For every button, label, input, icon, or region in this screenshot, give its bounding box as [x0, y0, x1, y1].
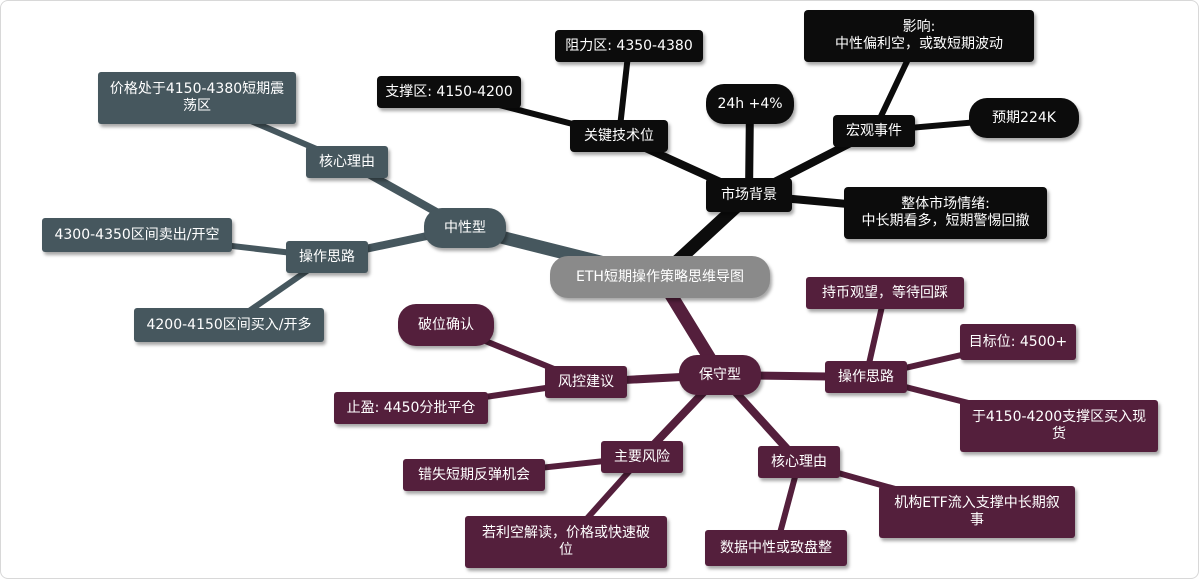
- impact-node[interactable]: 影响: 中性偏利空，或致短期波动: [804, 10, 1034, 62]
- cons-miss-node[interactable]: 错失短期反弹机会: [403, 459, 545, 491]
- cons-flat-node[interactable]: 数据中性或致盘整: [705, 530, 847, 566]
- macro-node[interactable]: 宏观事件: [833, 115, 915, 147]
- cons-etf-node[interactable]: 机构ETF流入支撑中长期叙 事: [879, 486, 1075, 538]
- cons-hold-node[interactable]: 持币观望，等待回踩: [806, 277, 964, 309]
- resistance-node[interactable]: 阻力区: 4350-4380: [555, 30, 703, 62]
- neutral-node[interactable]: 中性型: [424, 208, 506, 248]
- cons-tp-node[interactable]: 止盈: 4450分批平仓: [334, 392, 488, 424]
- change-node[interactable]: 24h +4%: [706, 84, 794, 124]
- neutral-reason-text-node[interactable]: 价格处于4150-4380短期震 荡区: [98, 72, 296, 124]
- tech-levels-node[interactable]: 关键技术位: [570, 120, 668, 152]
- cons-buy-node[interactable]: 于4150-4200支撑区买入现 货: [960, 400, 1158, 452]
- neutral-buy-node[interactable]: 4200-4150区间买入/开多: [134, 308, 324, 342]
- cons-target-node[interactable]: 目标位: 4500+: [960, 324, 1076, 360]
- cons-break-node[interactable]: 若利空解读，价格或快速破 位: [465, 516, 667, 568]
- sentiment-node[interactable]: 整体市场情绪: 中长期看多，短期警惕回撤: [844, 187, 1047, 239]
- support-node[interactable]: 支撑区: 4150-4200: [377, 76, 521, 108]
- root-node[interactable]: ETH短期操作策略思维导图: [550, 256, 770, 298]
- neutral-reason-node[interactable]: 核心理由: [306, 146, 388, 178]
- cons-ops-node[interactable]: 操作思路: [825, 361, 907, 393]
- expect-node[interactable]: 预期224K: [969, 98, 1079, 138]
- market-node[interactable]: 市场背景: [706, 178, 792, 212]
- neutral-ops-node[interactable]: 操作思路: [286, 241, 368, 273]
- cons-riskctrl-node[interactable]: 风控建议: [545, 366, 627, 398]
- conservative-node[interactable]: 保守型: [679, 355, 761, 395]
- cons-confirm-node[interactable]: 破位确认: [398, 304, 494, 346]
- neutral-sell-node[interactable]: 4300-4350区间卖出/开空: [42, 218, 232, 252]
- cons-reason-node[interactable]: 核心理由: [758, 446, 840, 478]
- cons-risks-node[interactable]: 主要风险: [601, 441, 683, 473]
